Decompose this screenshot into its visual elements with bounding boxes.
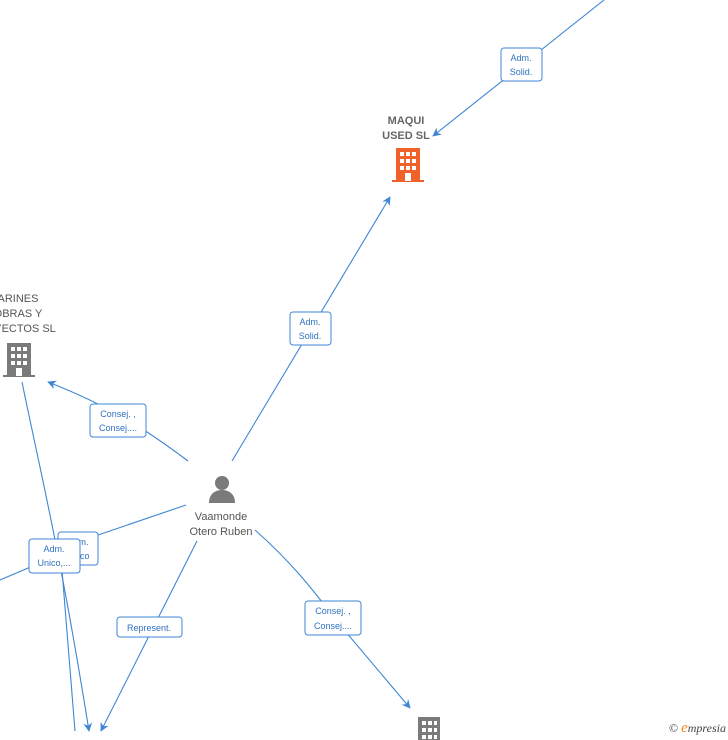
node-arines-obras[interactable]: ARINES OBRAS Y YECTOS SL <box>0 293 56 377</box>
node-maqui-name-line1: MAQUI <box>388 115 425 127</box>
node-person-name-line2: Otero Ruben <box>190 526 253 538</box>
edge-label-mid-line2: Solid. <box>299 331 322 341</box>
edge-label-consej-left[interactable]: Consej. , Consej.... <box>89 403 147 438</box>
edge-label-adm-unico[interactable]: Adm. Unico,... <box>28 538 81 574</box>
node-arines-name-line1: ARINES <box>0 293 38 305</box>
brand-logo-rest: mpresia <box>687 721 726 735</box>
node-maqui-name-line2: USED SL <box>382 130 430 142</box>
node-bottom-company[interactable] <box>418 717 440 740</box>
building-icon <box>392 148 424 182</box>
edge-label-consej-right-line2: Consej.... <box>314 621 352 631</box>
copyright-symbol: © <box>668 721 679 735</box>
edge-label-represent[interactable]: Represent. <box>116 616 183 638</box>
edge-arines-to-bottom <box>21 381 93 732</box>
brand-watermark: © empresia <box>669 720 726 737</box>
node-person-vaamonde[interactable]: Vaamonde Otero Ruben <box>190 476 253 538</box>
edge-label-top-line2: Solid. <box>510 67 533 77</box>
person-icon <box>209 476 235 503</box>
edge-label-top[interactable]: Adm. Solid. <box>500 47 543 82</box>
node-maqui-used[interactable]: MAQUI USED SL <box>382 115 430 182</box>
building-icon <box>3 343 35 377</box>
edge-label-adm-unico-line1: Adm. <box>43 544 64 554</box>
edge-label-represent-line1: Represent. <box>127 623 171 633</box>
node-person-name-line1: Vaamonde <box>195 511 247 523</box>
edge-label-consej-left-line2: Consej.... <box>99 423 137 433</box>
edge-label-top-line1: Adm. <box>510 53 531 63</box>
edge-label-consej-right-line1: Consej. , <box>315 606 351 616</box>
building-icon <box>418 717 440 740</box>
edge-adm-to-bottom <box>61 569 76 732</box>
brand-logo-e: e <box>681 720 688 736</box>
edge-label-adm-unico-line2: Unico,... <box>37 558 70 568</box>
edge-label-consej-right[interactable]: Consej. , Consej.... <box>304 600 362 636</box>
edge-label-consej-left-line1: Consej. , <box>100 409 136 419</box>
edge-label-mid[interactable]: Adm. Solid. <box>289 311 332 346</box>
node-arines-name-line3: YECTOS SL <box>0 323 56 335</box>
node-arines-name-line2: OBRAS Y <box>0 308 43 320</box>
edge-label-mid-line1: Adm. <box>299 317 320 327</box>
